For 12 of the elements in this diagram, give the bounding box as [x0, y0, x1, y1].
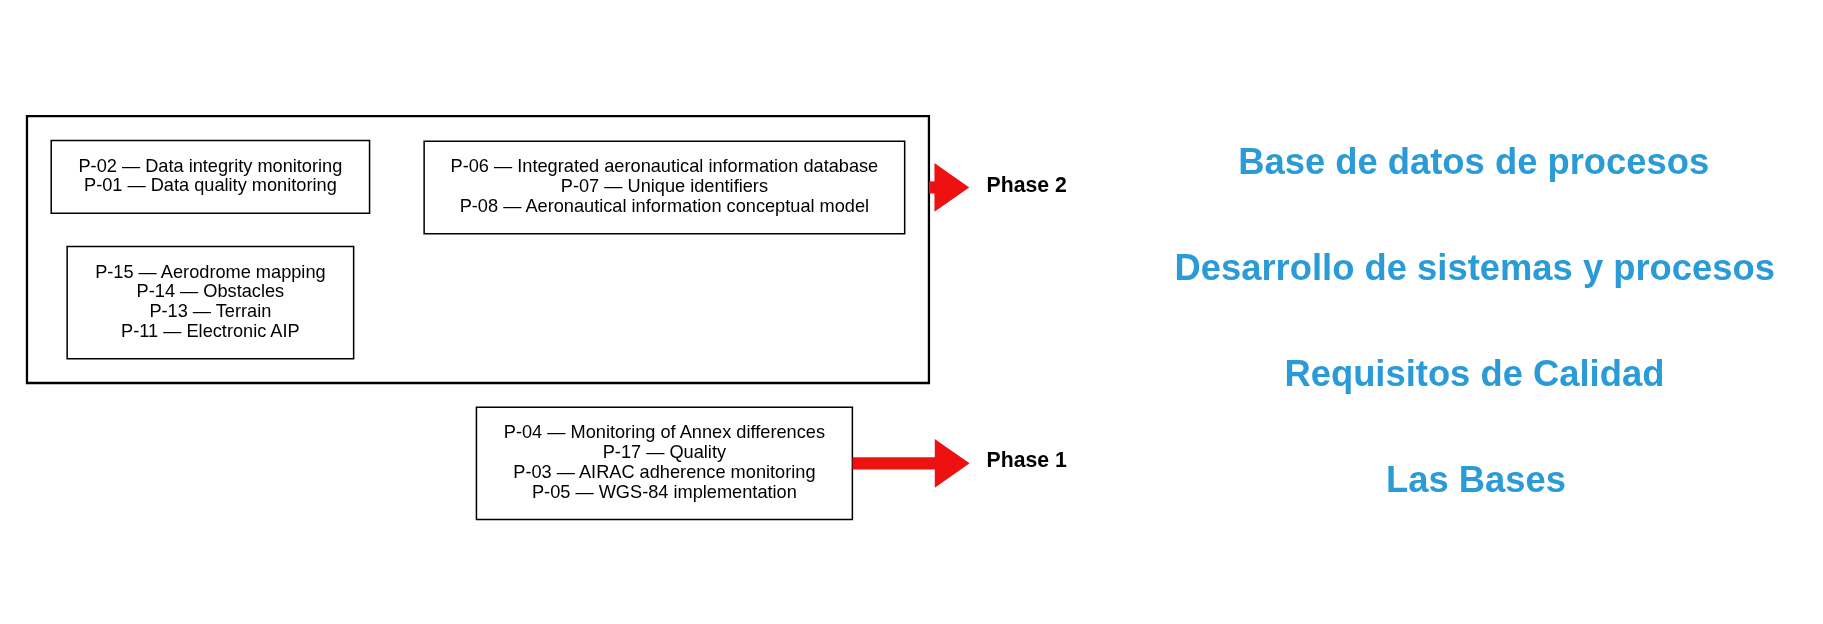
- node-box: P-04 — Monitoring of Annex differences P-17 — Quality P-03 — AIRAC adherence monitoring P-05 — WGS-84 implementation: [475, 406, 854, 520]
- label: Base de datos de procesos: [1238, 140, 1710, 182]
- label: Las Bases: [1385, 458, 1566, 500]
- node-text: Phase 1: [986, 447, 1067, 471]
- cluster: [25, 114, 931, 384]
- label: Requisitos de Calidad: [1284, 352, 1665, 394]
- arrow: [852, 438, 970, 488]
- label: Desarrollo de sistemas y procesos: [1174, 246, 1775, 288]
- node-box: P-02 — Data integrity monitoring P-01 — Data quality monitoring: [50, 139, 371, 214]
- node-text: Phase 2: [986, 172, 1067, 196]
- node-box: P-15 — Aerodrome mapping P-14 — Obstacles P-13 — Terrain P-11 — Electronic AIP: [66, 245, 355, 359]
- node-box: P-06 — Integrated aeronautical information database P-07 — Unique identifiers P-08 — Aeronautical information conceptual model: [423, 139, 906, 234]
